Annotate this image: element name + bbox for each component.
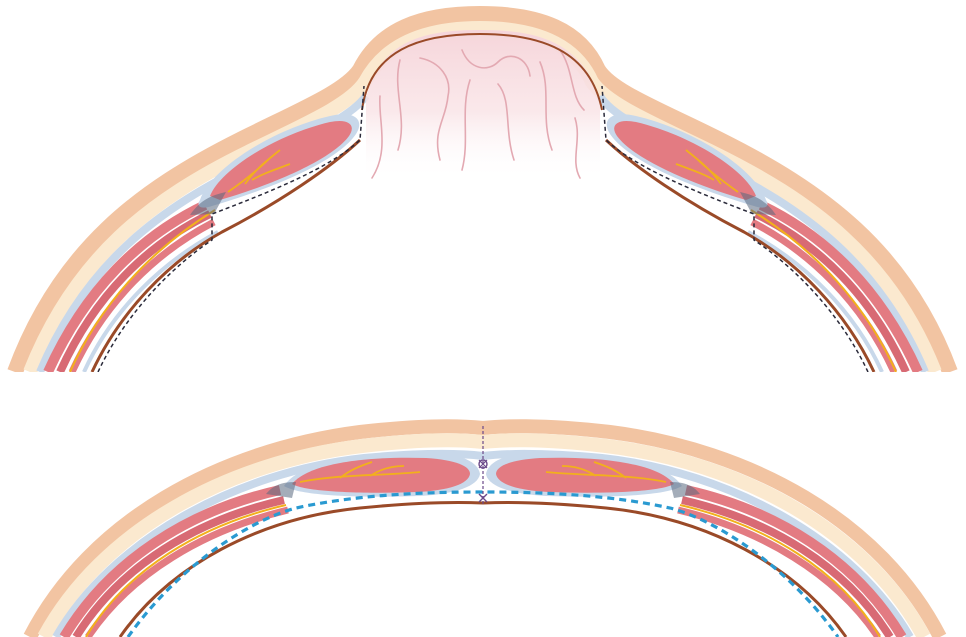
panel-after [30,426,940,637]
panel-before [15,14,950,372]
suture-cross-posterior [479,494,487,502]
